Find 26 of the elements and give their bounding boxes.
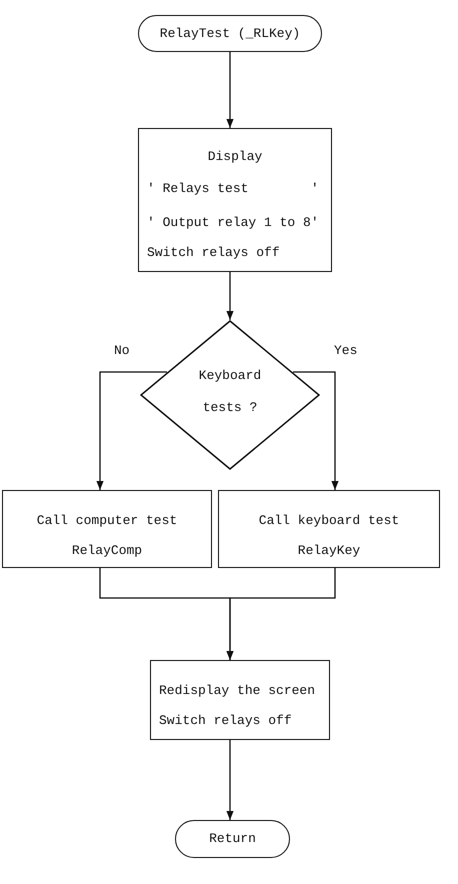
node-text: Switch relays off — [159, 713, 293, 728]
node-text: Switch relays off — [147, 245, 281, 260]
arrow — [226, 740, 234, 820]
end-terminal — [175, 820, 290, 858]
decision-diamond — [140, 320, 320, 470]
node-text: ' Output relay 1 to 8' — [147, 215, 320, 230]
node-text: Redisplay the screen — [159, 683, 316, 698]
node-text: RelayTest (_RLKey) — [158, 26, 302, 41]
node-text: Keyboard tests ? — [198, 367, 262, 417]
node-text: Return — [208, 831, 257, 846]
node-text: RelayKey — [296, 543, 362, 558]
process-box — [150, 660, 330, 740]
process-box — [138, 128, 332, 272]
node-text: RelayComp — [70, 543, 144, 558]
node-text: Call keyboard test — [258, 513, 400, 528]
arrow — [226, 52, 234, 128]
arrow — [293, 371, 339, 490]
node-text: Display — [206, 149, 264, 164]
process-box — [218, 490, 440, 568]
node-text: ' Relays test ' — [147, 181, 320, 196]
process-box — [2, 490, 212, 568]
arrow — [96, 371, 167, 490]
arrow — [226, 568, 336, 660]
start-terminal — [138, 15, 322, 52]
node-text: Call computer test — [36, 513, 178, 528]
arrow — [226, 272, 234, 320]
